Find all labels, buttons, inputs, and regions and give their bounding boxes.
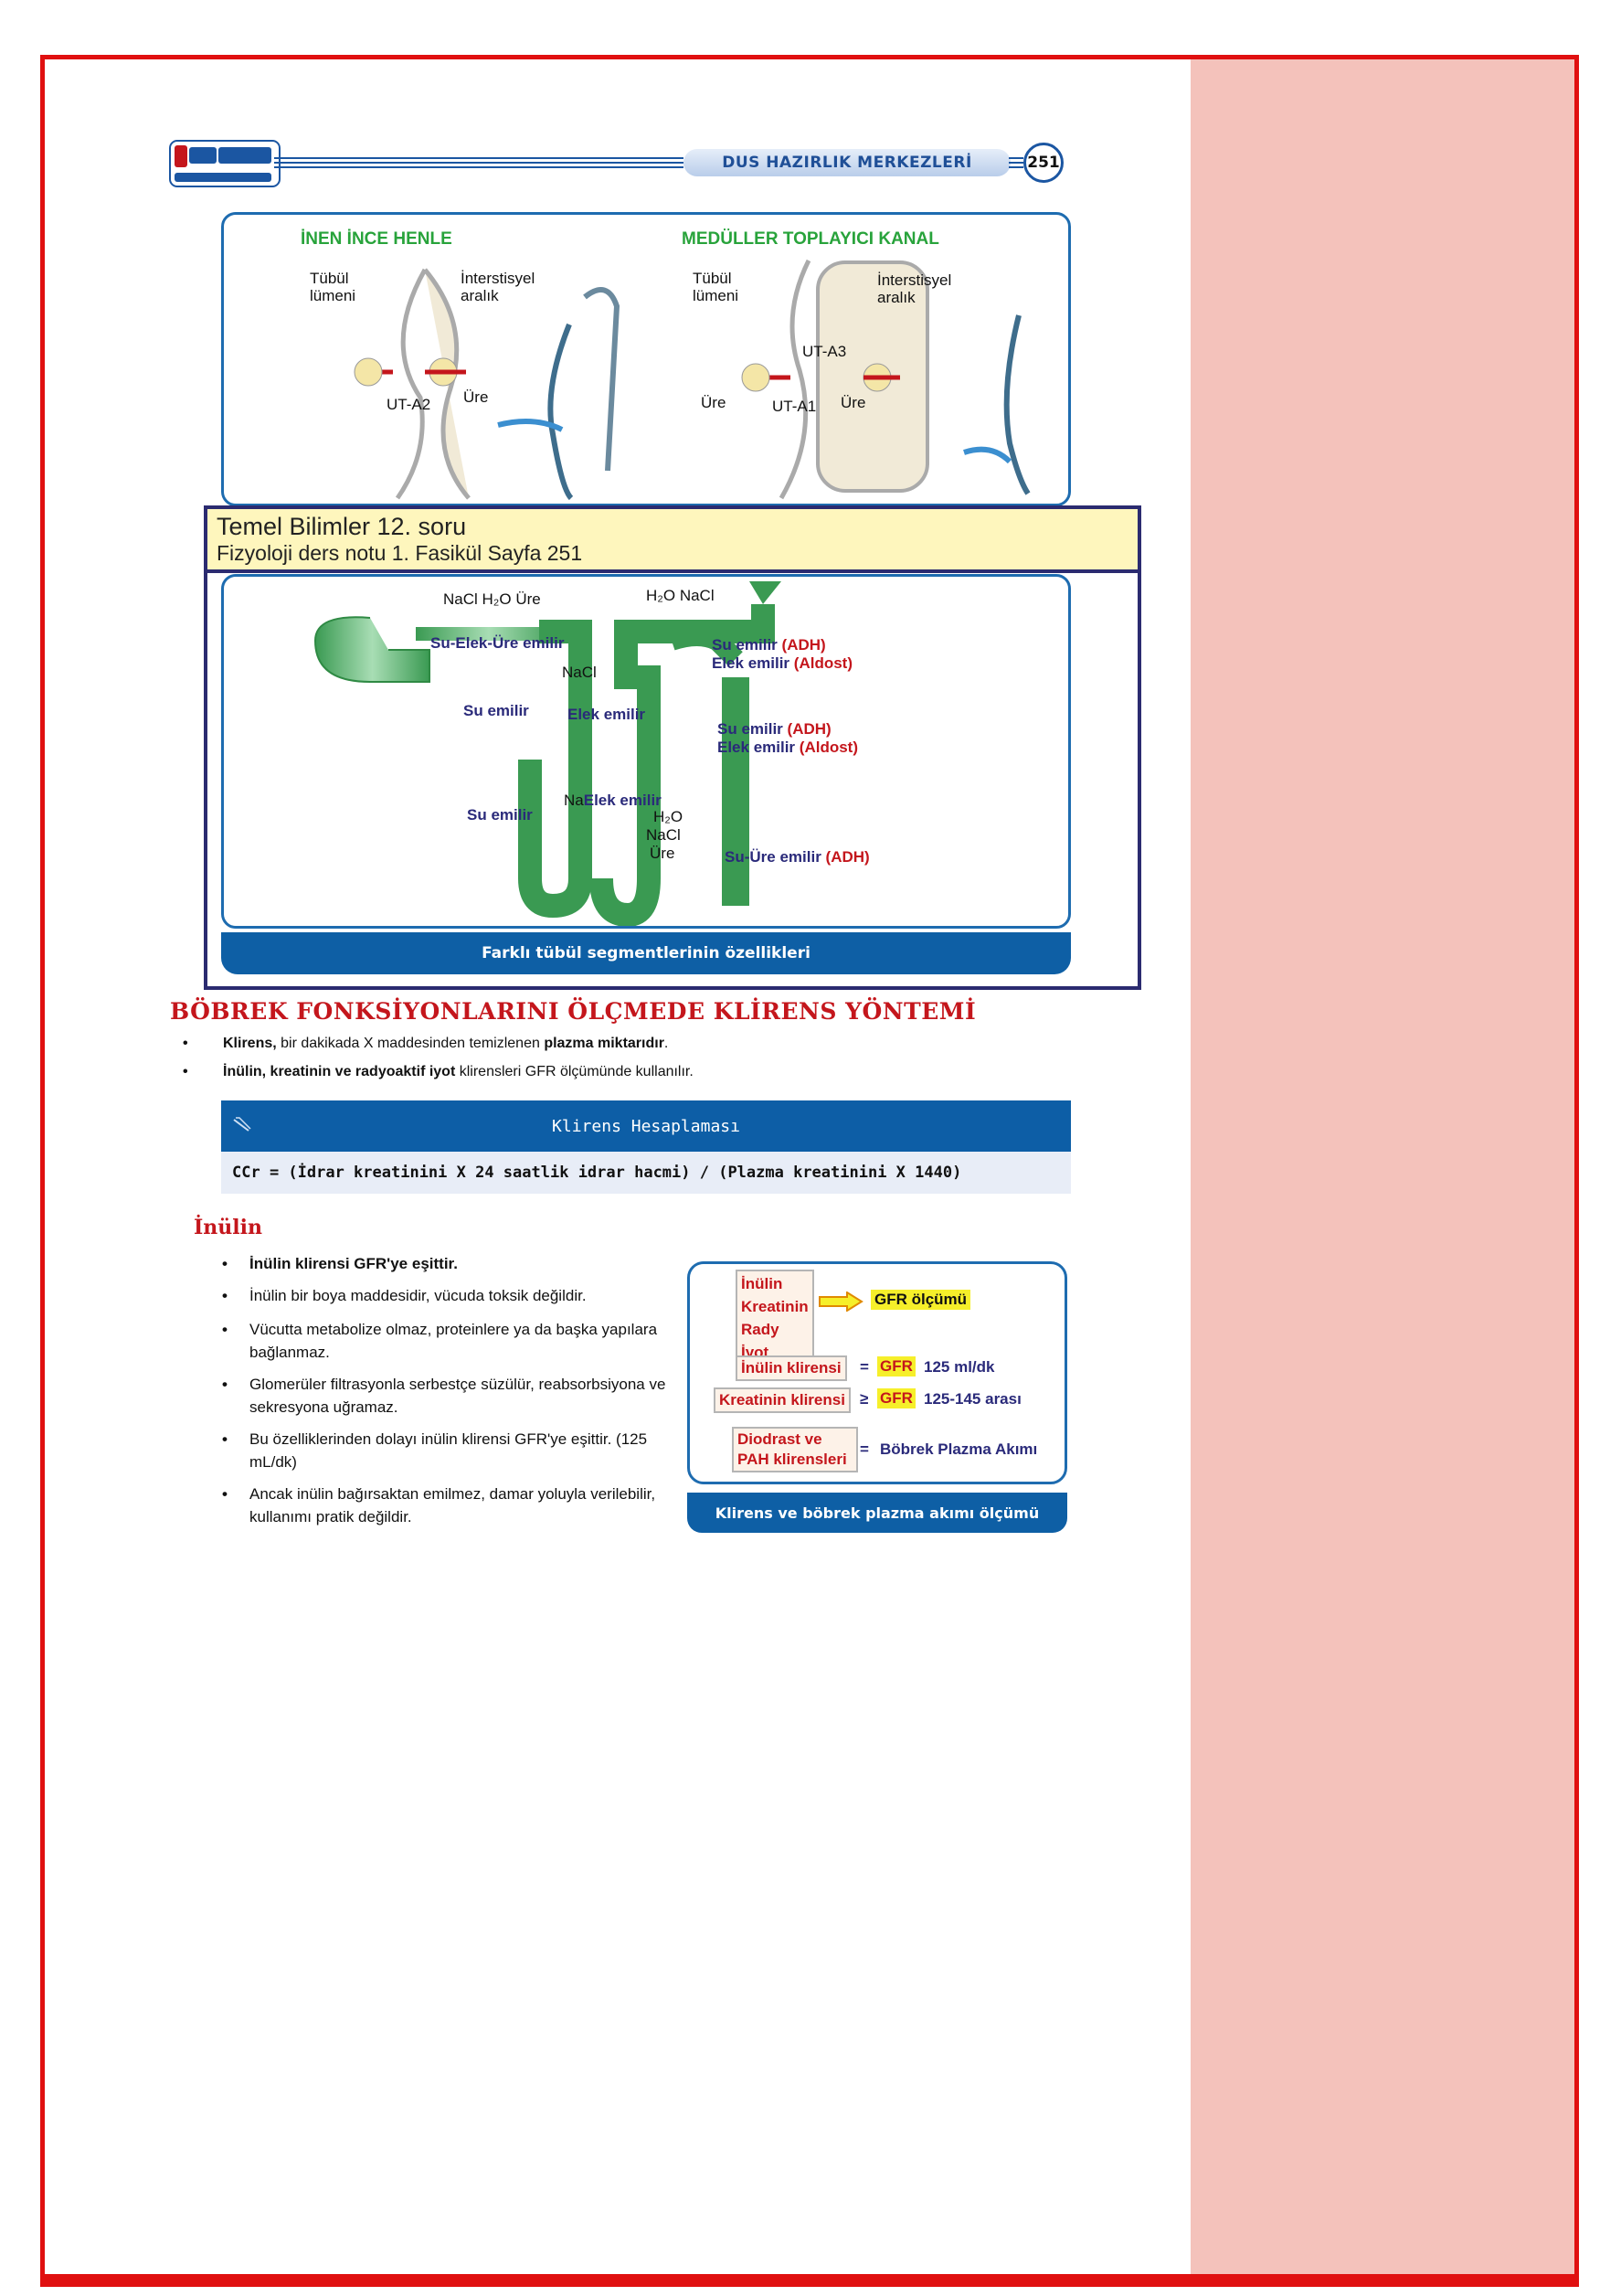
page-number: 251 bbox=[1023, 143, 1064, 183]
page-border bbox=[40, 55, 1579, 2287]
question-note-frame bbox=[204, 505, 1141, 990]
row3-operator: = bbox=[860, 1440, 869, 1458]
row3-value: Böbrek Plazma Akımı bbox=[880, 1440, 1038, 1458]
cd-label-1: Su emilir (ADH) bbox=[717, 720, 832, 738]
bullet-text: Klirens, bir dakikada X maddesinden temi… bbox=[223, 1036, 669, 1051]
tracer-list: İnülin Kreatinin Rady İyot bbox=[736, 1270, 814, 1366]
row1-value: 125 ml/dk bbox=[924, 1358, 995, 1376]
nephron-top-right-labels: H₂O NaCl bbox=[646, 587, 715, 604]
right-lumen-label: Tübül lümeni bbox=[693, 270, 739, 304]
h2o-label: H₂O bbox=[653, 808, 683, 825]
bullet-text: İnülin, kreatinin ve radyoaktif iyot kli… bbox=[223, 1064, 694, 1079]
right-margin-panel bbox=[1191, 59, 1574, 2275]
urea-transport-figure: İNEN İNCE HENLE MEDÜLLER TOPLAYICI KANAL… bbox=[221, 212, 1071, 506]
nephron-top-labels: NaCl H₂O Üre bbox=[443, 590, 541, 608]
dus-data-logo bbox=[169, 140, 281, 187]
left-urea-label: Üre bbox=[463, 388, 489, 406]
dct-label-1: Su emilir (ADH) bbox=[712, 636, 826, 654]
left-transporter-label: UT-A2 bbox=[387, 396, 431, 413]
inulin-clearance-label: İnülin klirensi bbox=[736, 1355, 847, 1381]
row1-operator: = bbox=[860, 1358, 869, 1376]
left-figure-title: İNEN İNCE HENLE bbox=[301, 229, 452, 249]
elek-emilir-label-1: Elek emilir bbox=[567, 706, 646, 723]
dct-label-2: Elek emilir (Aldost) bbox=[712, 654, 853, 672]
formula-box-header: Klirens Hesaplaması bbox=[221, 1100, 1071, 1152]
nephron-figure-caption: Farklı tübül segmentlerinin özellikleri bbox=[221, 932, 1071, 974]
nacl-label: NaCl bbox=[562, 664, 597, 681]
question-note: Temel Bilimler 12. soru Fizyoloji ders n… bbox=[207, 509, 1138, 573]
left-interstitial-label: İnterstisyel aralık bbox=[461, 270, 535, 304]
header-rule-tail bbox=[1009, 157, 1023, 168]
clearance-figure-caption: Klirens ve böbrek plazma akımı ölçümü bbox=[687, 1493, 1067, 1533]
nephron-drawing bbox=[313, 581, 781, 926]
header-center-label: DUS HAZIRLIK MERKEZLERİ bbox=[683, 149, 1011, 176]
arrow-right-icon bbox=[819, 1292, 863, 1312]
formula-box-title: Klirens Hesaplaması bbox=[552, 1116, 740, 1136]
left-lumen-label: Tübül lümeni bbox=[310, 270, 356, 304]
ure-label: Üre bbox=[650, 845, 675, 862]
bullet-dot: • bbox=[183, 1036, 188, 1051]
pah-clearance-label: Diodrast ve PAH klirensleri bbox=[732, 1427, 858, 1472]
note-subtitle: Fizyoloji ders notu 1. Fasikül Sayfa 251 bbox=[217, 541, 583, 565]
creatinine-clearance-label: Kreatinin klirensi bbox=[714, 1387, 851, 1413]
right-urea-right-label: Üre bbox=[841, 394, 866, 411]
clearance-figure: İnülin Kreatinin Rady İyot GFR ölçümü İn… bbox=[687, 1261, 1067, 1484]
row2-gfr: GFR bbox=[877, 1388, 916, 1408]
right-interstitial-label: İnterstisyel aralık bbox=[877, 271, 952, 306]
pct-label: Su-Elek-Üre emilir bbox=[430, 634, 565, 652]
header-rule bbox=[274, 157, 683, 170]
row1-gfr: GFR bbox=[877, 1356, 916, 1377]
gfr-measure-label: GFR ölçümü bbox=[871, 1290, 971, 1310]
su-emilir-label-1: Su emilir bbox=[463, 702, 529, 719]
formula-text: CCr = (İdrar kreatinini X 24 saatlik idr… bbox=[221, 1152, 1071, 1194]
right-figure-title: MEDÜLLER TOPLAYICI KANAL bbox=[682, 229, 939, 249]
note-title: Temel Bilimler 12. soru bbox=[217, 513, 467, 540]
inulin-title: İnülin bbox=[194, 1216, 262, 1239]
row2-operator: ≥ bbox=[860, 1390, 869, 1408]
urea-transport-drawing bbox=[354, 259, 1031, 501]
su-ure-label: Su-Üre emilir (ADH) bbox=[725, 848, 870, 866]
loop-elek-label: NaElek emilir bbox=[564, 792, 662, 809]
right-transporter-1-label: UT-A1 bbox=[772, 398, 817, 415]
su-emilir-label-2: Su emilir bbox=[467, 806, 533, 824]
right-urea-left-label: Üre bbox=[701, 394, 726, 411]
row2-value: 125-145 arası bbox=[924, 1390, 1022, 1408]
section-title: BÖBREK FONKSİYONLARINI ÖLÇMEDE KLİRENS Y… bbox=[170, 998, 977, 1025]
nacl-label-2: NaCl bbox=[646, 826, 681, 844]
bullet-dot: • bbox=[183, 1064, 188, 1079]
nephron-segments-figure: NaCl H₂O Üre H₂O NaCl Su-Elek-Üre emilir… bbox=[221, 574, 1071, 929]
pencil-icon bbox=[233, 1117, 251, 1132]
right-transporter-3-label: UT-A3 bbox=[802, 343, 847, 360]
cd-label-2: Elek emilir (Aldost) bbox=[717, 739, 859, 756]
